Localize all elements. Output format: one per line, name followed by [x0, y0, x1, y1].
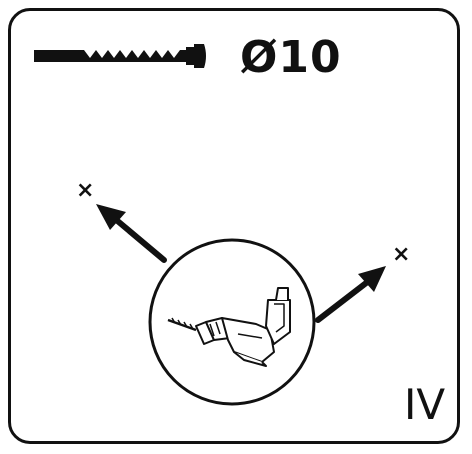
drill-size-label: Ø10 — [240, 32, 342, 83]
mark-right: × — [392, 242, 411, 267]
step-number-label: IV — [404, 380, 446, 429]
mark-left: × — [76, 178, 95, 203]
screw-icon — [34, 44, 206, 68]
arrow-left-icon — [96, 204, 167, 263]
arrow-right-icon — [315, 266, 386, 323]
drill-icon — [167, 287, 291, 367]
